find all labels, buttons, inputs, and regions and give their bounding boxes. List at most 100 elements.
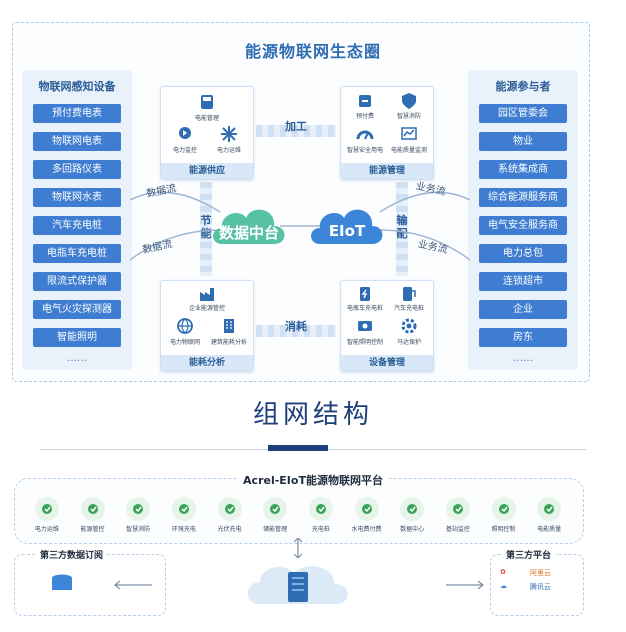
left-item: 物联网电表 — [33, 132, 121, 151]
card-title: 能耗分析 — [161, 355, 253, 371]
card-title: 能源管理 — [341, 163, 433, 179]
right-panel: 能源参与者 园区管委会 物业 系统集成商 综合能源服务商 电气安全服务商 电力总… — [468, 70, 578, 370]
left-panel-title: 物联网感知设备 — [38, 80, 116, 93]
left-item: 预付费电表 — [33, 104, 121, 123]
section-title: 组网结构 — [252, 400, 373, 430]
platform-item-icon — [537, 497, 562, 521]
flow-arrows — [130, 191, 470, 261]
right-item: 企业 — [479, 300, 567, 319]
platform-item-label: 充电桩 — [311, 526, 330, 533]
platform-item: 储能管理 — [255, 497, 295, 533]
third-party-subscription-label: 第三方数据订阅 — [36, 548, 108, 561]
ebike-charger-icon — [360, 287, 370, 301]
platform-item-label: 环境充电 — [171, 526, 196, 533]
link-label-left: 节能 — [200, 214, 212, 240]
platform-item-icon — [491, 497, 516, 521]
platform-item: 基站监控 — [438, 497, 478, 533]
icon-label: 智能照明控制 — [346, 339, 383, 346]
left-item: 汽车充电桩 — [33, 216, 121, 235]
platform-item-icon — [263, 497, 288, 521]
left-panel: 物联网感知设备 预付费电表 物联网电表 多回路仪表 物联网水表 汽车充电桩 电瓶… — [22, 70, 132, 370]
icon-label: 预付费 — [355, 113, 374, 120]
platform-box — [14, 478, 584, 544]
right-item: 电力总包 — [479, 244, 567, 263]
icon-label: 电力运维 — [216, 147, 241, 154]
platform-item: 照明控制 — [484, 497, 524, 533]
data-platform-label: 数据中台 — [218, 224, 279, 242]
platform-item-label: 数据中心 — [400, 526, 425, 533]
platform-item-label: 储能管理 — [263, 526, 288, 533]
platform-item: 智慧消防 — [118, 497, 158, 533]
gauge-icon — [356, 130, 374, 140]
huawei-logo: ✿ — [500, 568, 506, 576]
right-item: 园区管委会 — [479, 104, 567, 123]
icon-label: 电力监控 — [172, 147, 197, 154]
icon-label: 电能质量监测 — [390, 147, 427, 154]
platform-items: 电力运维 能源管控 智慧消防环境充电 光伏充电 储能管理 充电桩 水电费付费 数据中心 基站监控… — [24, 497, 572, 537]
lighting-icon — [358, 321, 372, 331]
right-item: 连锁超市 — [479, 272, 567, 291]
link-bar-bottom — [256, 325, 336, 337]
platform-item: 充电桩 — [301, 497, 341, 533]
factory-icon — [200, 288, 214, 301]
left-item: 限流式保护器 — [33, 272, 121, 291]
platform-item-label: 光伏充电 — [217, 526, 242, 533]
platform-item-label: 水电费付费 — [351, 526, 382, 533]
card-energy-supply: 电能管理 电力监控 电力运维 能源供应 — [160, 86, 254, 180]
right-item: 物业 — [479, 132, 567, 151]
shield-icon — [402, 93, 416, 109]
link-label-top: 加工 — [285, 120, 307, 133]
icon-label: 汽车充电桩 — [393, 305, 424, 312]
left-item: 物联网水表 — [33, 188, 121, 207]
platform-item-label: 照明控制 — [491, 526, 516, 533]
platform-item: 光伏充电 — [210, 497, 250, 533]
platform-item-icon — [80, 497, 105, 521]
platform-title: Acrel-EIoT能源物联网平台 — [0, 472, 626, 488]
left-item: 电气火灾探测器 — [33, 300, 121, 319]
chart-icon — [401, 127, 417, 140]
right-item: 综合能源服务商 — [479, 188, 567, 207]
right-item: 系统集成商 — [479, 160, 567, 179]
card-title: 能源供应 — [161, 163, 253, 179]
monitor-icon — [179, 127, 191, 139]
left-more: …… — [67, 353, 87, 364]
icon-label: 马达保护 — [396, 339, 421, 346]
platform-item: 能源管控 — [73, 497, 113, 533]
icon-label: 电瓶车充电桩 — [346, 305, 383, 312]
platform-item-icon — [400, 497, 425, 521]
link-bar-top — [256, 125, 336, 137]
platform-item-label: 电力运维 — [34, 526, 59, 533]
platform-item-icon — [34, 497, 59, 521]
aliyun-label: 阿里云 — [530, 569, 551, 577]
card-icon — [359, 95, 371, 107]
platform-item-label: 能源管控 — [80, 526, 105, 533]
platform-item-label: 电能质量 — [537, 526, 562, 533]
link-bar-right-vertical — [396, 182, 408, 276]
eiot-label: EIoT — [328, 222, 366, 240]
card-device-management: 电瓶车充电桩 汽车充电桩 智能照明控制 马达保护 设备管理 — [340, 280, 434, 372]
snowflake-icon — [221, 126, 237, 142]
left-arrow-icon — [114, 580, 152, 590]
left-item: 电瓶车充电桩 — [33, 244, 121, 263]
icon-label: 电能管理 — [194, 115, 219, 122]
platform-item: 水电费付费 — [347, 497, 387, 533]
right-more: …… — [513, 353, 533, 364]
vertical-arrow — [293, 537, 303, 559]
tencent-label: 腾讯云 — [530, 583, 551, 591]
platform-item: 数据中心 — [392, 497, 432, 533]
data-platform-cloud-icon — [213, 209, 285, 244]
platform-item-icon — [171, 497, 196, 521]
card-energy-management: 预付费 智慧消防 智慧安全用电 电能质量监测 能源管理 — [340, 86, 434, 180]
car-charger-icon — [403, 287, 416, 301]
right-item: 电气安全服务商 — [479, 216, 567, 235]
platform-item: 电力运维 — [27, 497, 67, 533]
card-energy-analysis: 企业能源管控 电力物联网 建筑能耗分析 能耗分析 — [160, 280, 254, 372]
platform-item: 电能质量 — [529, 497, 569, 533]
building-icon — [224, 319, 234, 333]
globe-icon — [177, 318, 193, 334]
server-cloud-icon — [247, 566, 348, 604]
tencent-logo: 腾讯云 — [530, 582, 551, 592]
gear-icon — [401, 318, 417, 334]
icon-label: 智慧消防 — [396, 113, 421, 120]
platform-item-icon — [217, 497, 242, 521]
